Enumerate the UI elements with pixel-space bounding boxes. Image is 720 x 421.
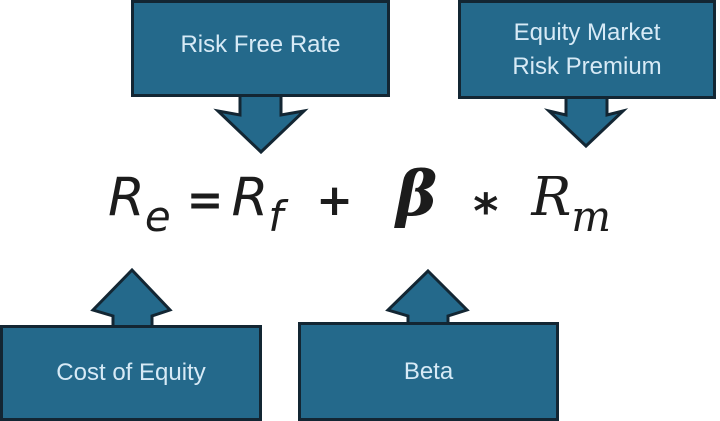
- formula-re-subscript: e: [144, 192, 171, 241]
- formula-term-rf: Rf: [231, 167, 284, 241]
- down-arrow-risk-free-rate: [213, 93, 309, 155]
- formula-rm-base: R: [531, 167, 572, 228]
- up-arrow-beta: [385, 268, 470, 327]
- equity-market-risk-premium-label-line1: Equity Market: [513, 18, 661, 46]
- equity-market-risk-premium-label-line2: Risk Premium: [512, 52, 662, 80]
- cost-of-equity-box: Cost of Equity: [0, 325, 262, 421]
- beta-label: Beta: [403, 357, 454, 385]
- formula-term-re: Re: [108, 167, 171, 241]
- formula-rf-subscript: f: [268, 192, 284, 241]
- risk-free-rate-label: Risk Free Rate: [180, 30, 341, 58]
- cost-of-equity-label: Cost of Equity: [56, 359, 206, 386]
- formula-multiply-sign: *: [473, 184, 499, 240]
- beta-box: Beta: [298, 322, 559, 421]
- formula-rf-base: R: [231, 167, 269, 228]
- risk-free-rate-box: Risk Free Rate: [131, 0, 390, 97]
- capm-formula: Re=Rf+β*Rm: [108, 146, 611, 242]
- formula-re-base: R: [108, 167, 145, 228]
- formula-equals-sign: =: [186, 175, 224, 226]
- formula-term-rm: Rm: [531, 167, 611, 241]
- up-arrow-cost-of-equity: [90, 267, 173, 330]
- equity-market-risk-premium-box: Equity Market Risk Premium: [458, 0, 716, 99]
- formula-rm-subscript: m: [571, 192, 612, 241]
- formula-plus-sign: +: [316, 175, 354, 226]
- down-arrow-equity-market-risk-premium: [543, 94, 629, 149]
- formula-beta-symbol: β: [396, 157, 438, 230]
